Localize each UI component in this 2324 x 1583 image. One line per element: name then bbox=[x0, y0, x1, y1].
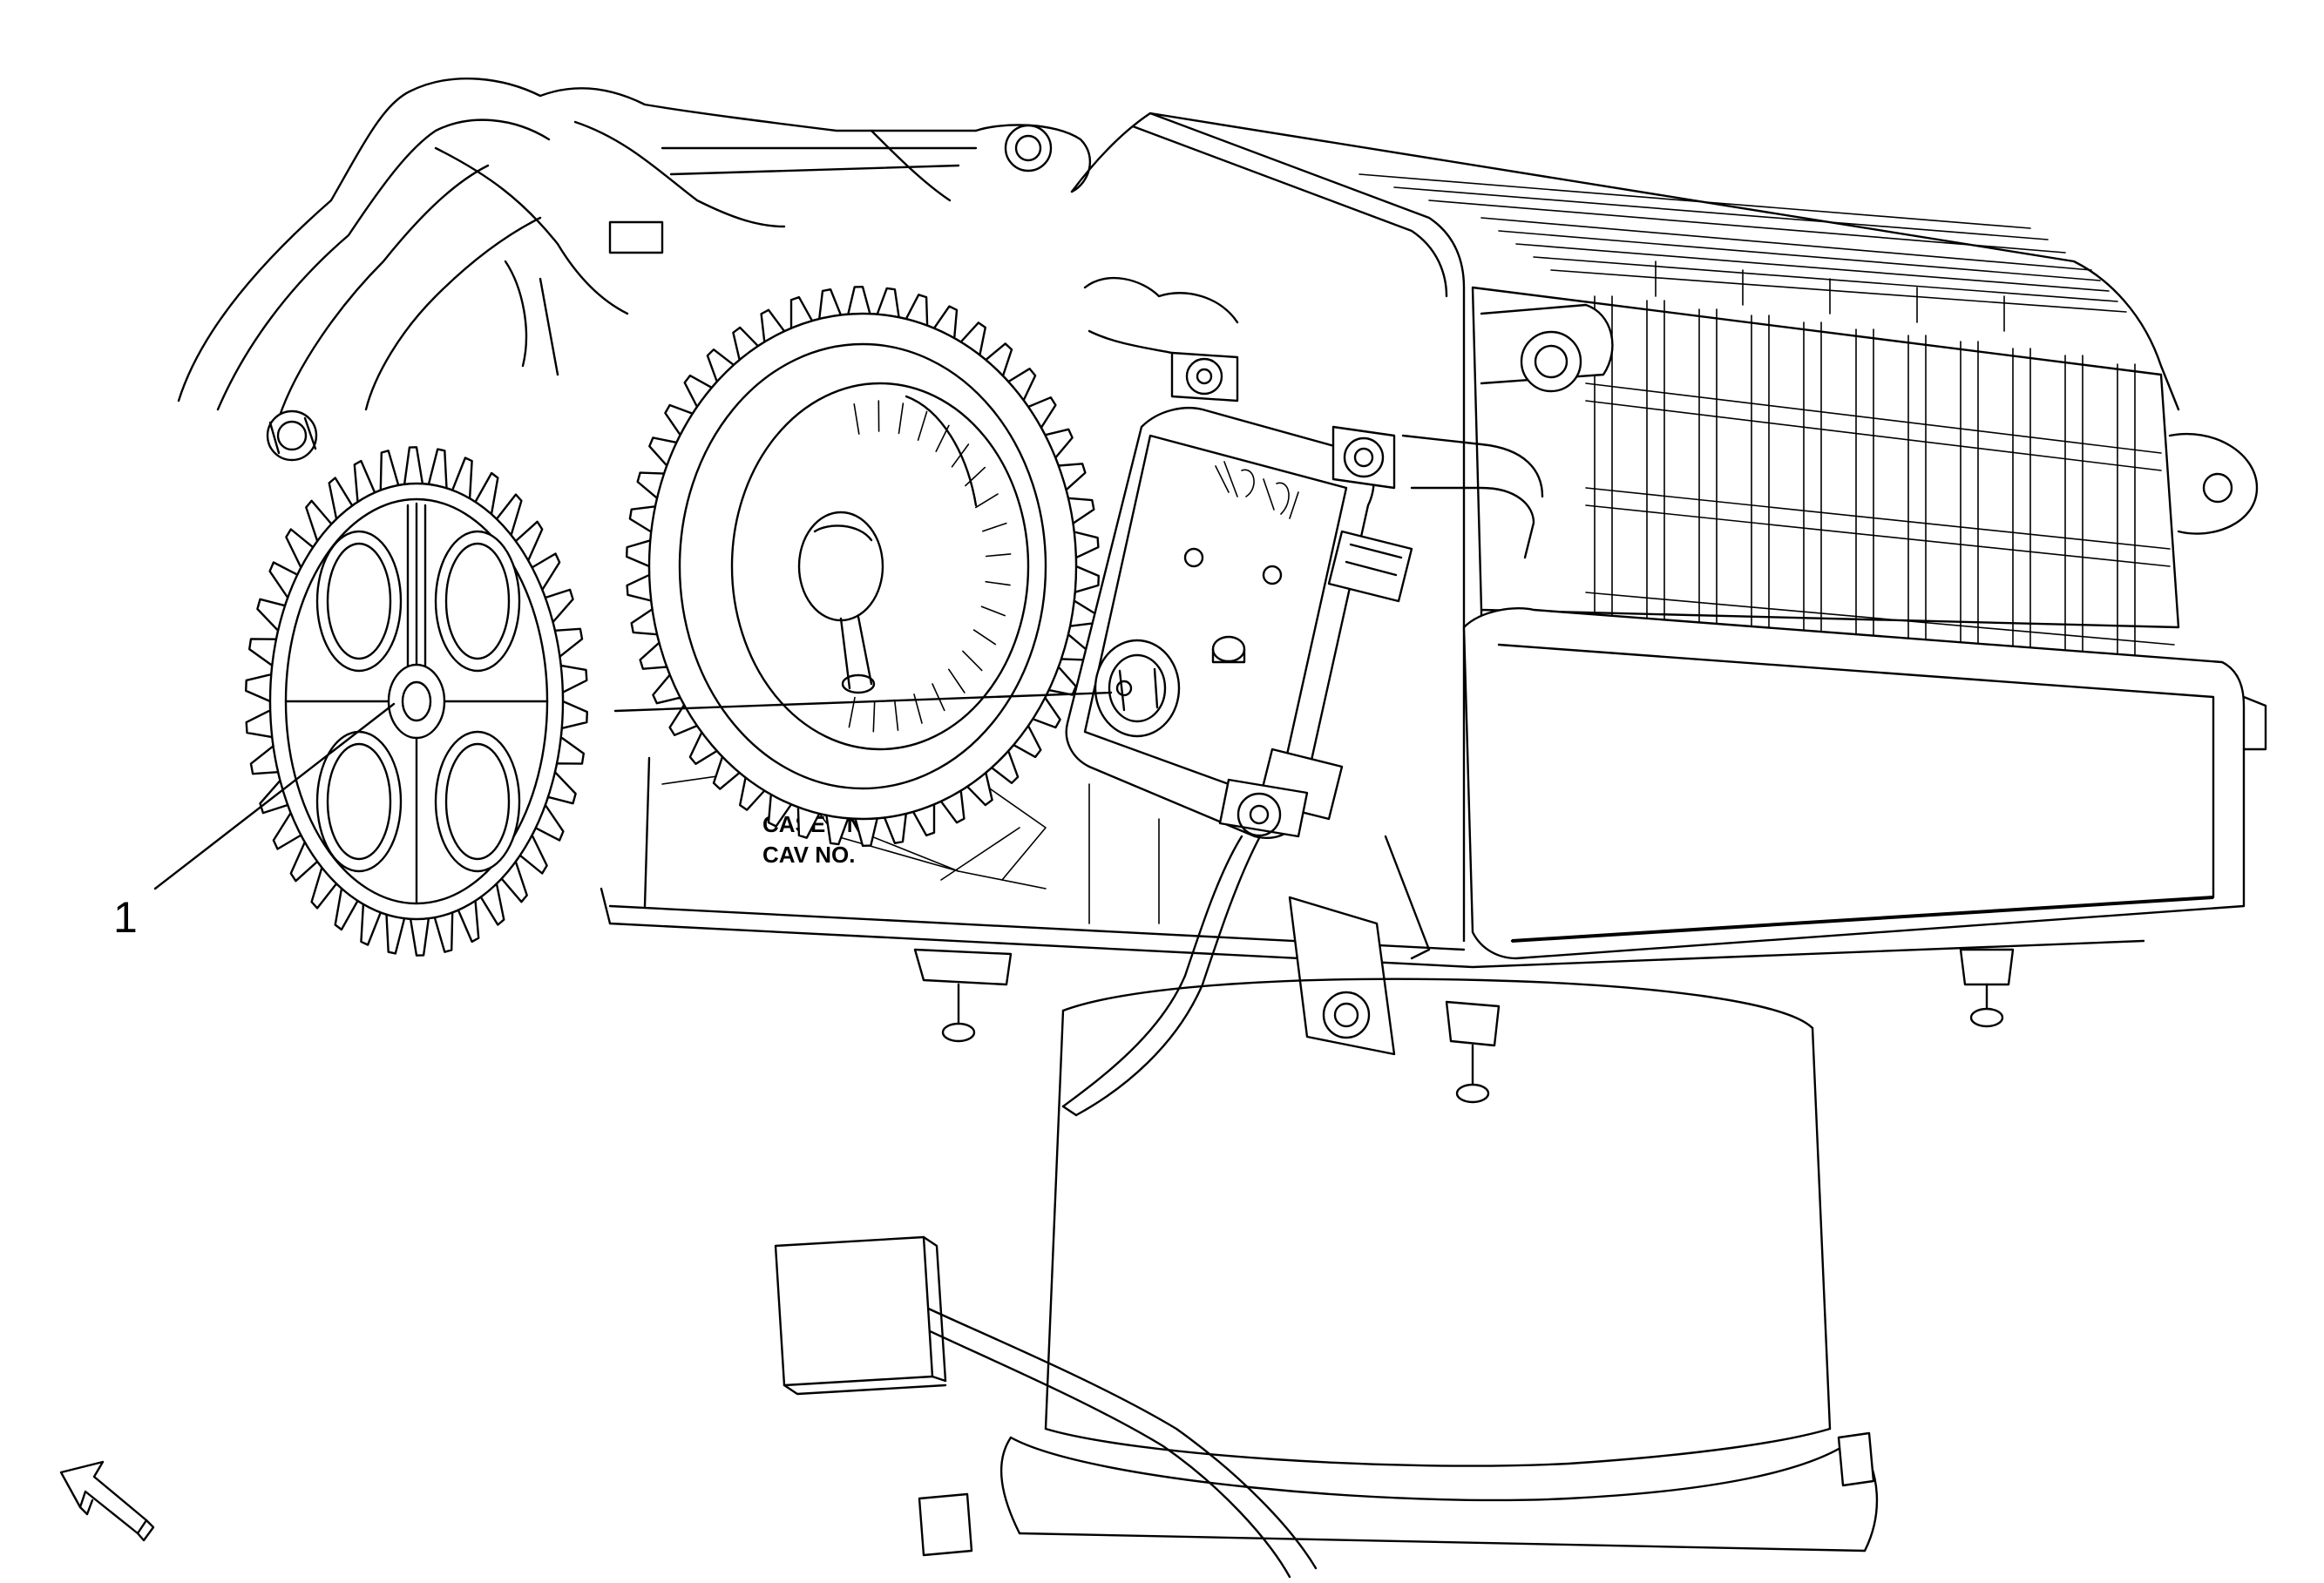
inner-cam-tooth bbox=[980, 605, 1006, 617]
housing-rear-duct bbox=[177, 78, 1092, 462]
inner-cam-tooth bbox=[962, 650, 983, 672]
inner-cam-tooth bbox=[853, 403, 860, 435]
inner-cam-tooth bbox=[893, 699, 899, 731]
inner-cam-tooth bbox=[932, 683, 945, 712]
inner-cam-tooth bbox=[985, 553, 1012, 558]
inner-cam-tooth bbox=[948, 668, 966, 693]
installation-centerline bbox=[613, 691, 1113, 713]
inner-cam-tooth bbox=[975, 493, 999, 509]
view-direction-arrow-icon bbox=[59, 1460, 155, 1542]
inner-cam-tooth bbox=[872, 700, 876, 733]
callout-label: 1 bbox=[113, 893, 138, 942]
inner-cam-tooth bbox=[965, 466, 986, 487]
inner-cam-tooth bbox=[898, 403, 905, 435]
inner-cam-tooth bbox=[985, 580, 1011, 586]
louver-grid bbox=[1358, 173, 2175, 659]
mode-door-actuator bbox=[1065, 407, 1413, 839]
inner-cam-tooth bbox=[982, 522, 1007, 532]
inner-cam-tooth bbox=[972, 629, 997, 646]
inner-cam-tooth bbox=[951, 443, 970, 468]
service-stand bbox=[774, 978, 1879, 1579]
underside-studs bbox=[913, 948, 2015, 1104]
wire-harness bbox=[1061, 276, 1544, 1117]
inner-cam-tooth bbox=[917, 410, 928, 441]
callout-1: 1 bbox=[113, 702, 396, 942]
mode-door-gear-component bbox=[245, 446, 588, 957]
callout-leader-line bbox=[153, 702, 396, 890]
case-label-line2: CAV NO. bbox=[762, 842, 855, 868]
hvac-case-body bbox=[600, 112, 2267, 969]
installed-mode-gear bbox=[626, 286, 1100, 847]
inner-cam-tooth bbox=[935, 424, 950, 452]
